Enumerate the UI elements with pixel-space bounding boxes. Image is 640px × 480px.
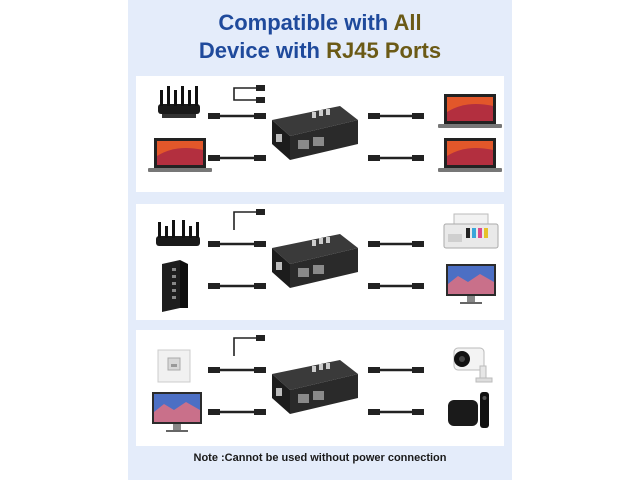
wall-jack-icon (157, 349, 191, 383)
monitor-icon (152, 392, 202, 432)
ethernet-cable-icon (208, 409, 266, 415)
rj45-splitter-icon (272, 106, 358, 160)
laptop-icon (438, 138, 502, 172)
connection-panel-1 (136, 76, 504, 192)
ethernet-cable-icon (368, 113, 424, 119)
connection-panel-3 (136, 330, 504, 446)
ethernet-cable-icon (208, 113, 266, 119)
title-word: All (393, 10, 422, 35)
usb-cable-icon (233, 209, 265, 230)
usb-cable-icon (233, 85, 265, 103)
title-word: Compatible (218, 10, 339, 35)
title-word: RJ45 (326, 38, 379, 63)
router-icon (158, 86, 200, 118)
ethernet-cable-icon (208, 241, 266, 247)
ethernet-cable-icon (368, 409, 424, 415)
usb-cable-icon (233, 335, 265, 356)
security-camera-icon (453, 347, 493, 383)
printer-icon (443, 213, 499, 249)
laptop-icon (148, 138, 212, 172)
product-banner: Compatible with All Device with RJ45 Por… (128, 0, 512, 480)
rj45-splitter-icon (272, 360, 358, 414)
title-word: Device (198, 38, 270, 63)
ethernet-cable-icon (208, 155, 266, 161)
monitor-icon (446, 264, 496, 304)
connection-panel-2 (136, 204, 504, 320)
tv-box-icon (448, 392, 489, 428)
ethernet-cable-icon (368, 283, 424, 289)
ethernet-cable-icon (368, 155, 424, 161)
router-icon (156, 220, 200, 246)
network-switch-icon (162, 260, 188, 312)
title-word: Ports (384, 38, 442, 63)
ethernet-cable-icon (368, 241, 424, 247)
ethernet-cable-icon (208, 367, 266, 373)
title-word: with (275, 38, 320, 63)
banner-title-line-1: Compatible with All (128, 8, 512, 38)
ethernet-cable-icon (368, 367, 424, 373)
title-word: with (344, 10, 389, 35)
power-note: Note :Cannot be used without power conne… (193, 452, 447, 464)
banner-title-line-2: Device with RJ45 Ports (128, 36, 512, 66)
rj45-splitter-icon (272, 234, 358, 288)
ethernet-cable-icon (208, 283, 266, 289)
laptop-icon (438, 94, 502, 128)
